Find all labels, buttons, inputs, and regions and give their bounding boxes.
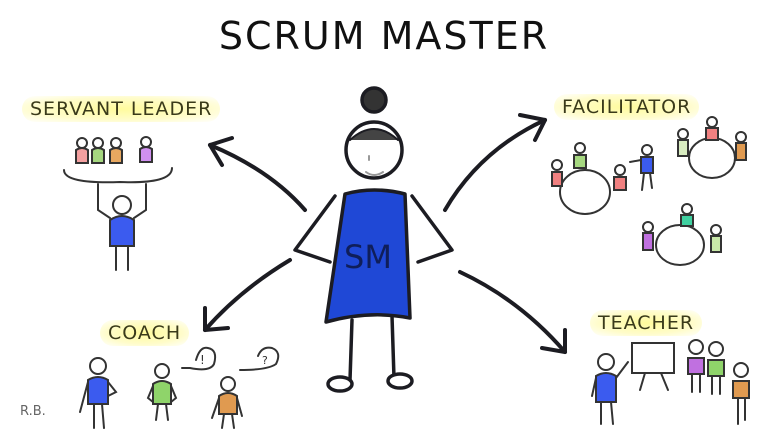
coach-scene: ! ? bbox=[79, 346, 280, 429]
shirt-text: SM bbox=[344, 238, 392, 276]
label-facilitator: FACILITATOR bbox=[554, 94, 700, 120]
label-teacher: TEACHER bbox=[590, 310, 703, 336]
arrow-to-servant-leader-icon bbox=[208, 136, 307, 212]
facilitator-scene bbox=[551, 116, 747, 266]
signature: R.B. bbox=[20, 404, 46, 419]
page-title: SCRUM MASTER bbox=[218, 14, 550, 58]
arrow-to-coach-icon bbox=[203, 258, 292, 332]
scrum-master-figure: SM bbox=[293, 86, 454, 393]
label-servant-leader: SERVANT LEADER bbox=[22, 96, 221, 122]
servant-leader-scene bbox=[63, 136, 173, 271]
label-coach: COACH bbox=[100, 320, 190, 346]
svg-text:?: ? bbox=[262, 354, 268, 367]
arrow-to-teacher-icon bbox=[458, 270, 567, 354]
svg-text:!: ! bbox=[200, 353, 205, 367]
teacher-scene bbox=[591, 339, 750, 425]
arrow-to-facilitator-icon bbox=[443, 113, 547, 212]
